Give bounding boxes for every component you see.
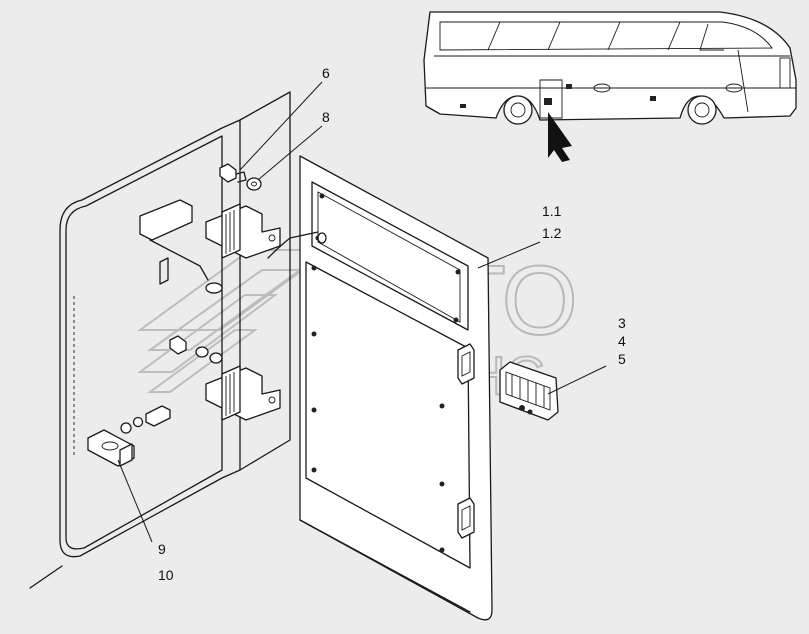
- bus-marker-b: [650, 96, 656, 101]
- lock-assembly: [499, 361, 559, 421]
- bus-front-window: [699, 23, 724, 51]
- door-stay-rod: [267, 231, 319, 259]
- pin-screw: [145, 405, 171, 427]
- leader-6: [239, 81, 323, 171]
- door-top-plate: [311, 181, 469, 331]
- bus-illustration: [423, 11, 797, 162]
- lock-housing-face: [505, 371, 551, 411]
- lock-key-icon: [519, 405, 525, 411]
- bus-flap-marker: [544, 98, 552, 105]
- frame-inner: [65, 135, 223, 550]
- door-stay-end: [317, 232, 327, 244]
- location-arrow-icon: [548, 112, 572, 162]
- lock-housing: [499, 361, 559, 421]
- bus-service-flap: [539, 79, 563, 119]
- lower-hinge-knuckle: [221, 365, 241, 421]
- frame-floor-line: [29, 565, 63, 589]
- lock-housing-grille: [511, 374, 545, 408]
- upper-hinge-knuckle: [221, 203, 241, 259]
- callout-4: 4: [618, 333, 626, 349]
- lower-hinge-ribs: [225, 372, 235, 416]
- lower-hinge-hole: [268, 396, 276, 404]
- stop-bolt: [159, 257, 169, 285]
- callout-3: 3: [618, 315, 626, 331]
- bus-marker-a: [566, 84, 572, 89]
- leader-8: [257, 125, 323, 181]
- frame-outer: [59, 119, 241, 558]
- bus-lamp-b: [725, 83, 743, 93]
- bus-windows: [439, 21, 773, 51]
- bus-lamp-a: [593, 83, 611, 93]
- bus-front-hub: [694, 102, 710, 118]
- bus-rear-wheel: [503, 95, 533, 125]
- door-top-plate-inner: [317, 191, 461, 323]
- bus-rear-hub: [510, 102, 526, 118]
- lower-washer-a: [195, 346, 209, 358]
- pin-washer-b: [132, 416, 144, 428]
- hinge-stop-bracket: [139, 199, 193, 241]
- upper-hinge-bracket: [205, 205, 281, 259]
- door-frame: [29, 91, 291, 589]
- lock-cylinder: [527, 409, 533, 415]
- pin-washer-a: [120, 422, 132, 434]
- frame-top-edge: [239, 91, 291, 121]
- callout-5: 5: [618, 351, 626, 367]
- bus-front-wheel: [687, 95, 717, 125]
- callout-8: 8: [322, 109, 330, 125]
- leader-3-5: [547, 365, 607, 395]
- door-bottom-edge: [299, 519, 471, 613]
- upper-hinge-hole: [268, 234, 276, 242]
- door-latch-upper: [457, 343, 475, 385]
- latch-pin-10: [119, 443, 133, 467]
- hinge-stop-arm: [149, 239, 209, 281]
- hinge-bolt-6: [219, 163, 237, 183]
- lower-hinge: [169, 335, 281, 421]
- lower-washer-b: [209, 352, 223, 364]
- upper-hinge: [139, 163, 281, 294]
- callout-6: 6: [322, 65, 330, 81]
- bus-front-panel: [779, 57, 791, 89]
- leader-9: [117, 459, 153, 543]
- callout-1-1: 1.1: [542, 203, 562, 219]
- upper-hinge-ribs: [225, 210, 235, 254]
- callout-labels: 6 8 1.1 1.2 3 4 5 9 10: [158, 65, 626, 583]
- washer-8-hole: [251, 181, 257, 187]
- door-latch-lower: [457, 497, 475, 539]
- lower-hinge-bracket: [205, 367, 281, 421]
- latch-plate-slot: [101, 441, 119, 451]
- hinge-bolt-6-shank: [235, 171, 247, 183]
- hinge-stop-bushing: [205, 282, 223, 294]
- bus-door: [737, 49, 749, 113]
- callout-10: 10: [158, 567, 174, 583]
- door-panel: [267, 155, 493, 621]
- lower-bolt: [169, 335, 187, 355]
- door-latch-lower-slot: [461, 505, 471, 531]
- callout-1-2: 1.2: [542, 225, 562, 241]
- bus-marker-c: [460, 104, 466, 108]
- callout-9: 9: [158, 541, 166, 557]
- leader-lines: [117, 81, 607, 543]
- washer-8: [246, 177, 262, 191]
- bus-window-pillars: [487, 21, 681, 51]
- latch-pin-assembly: [87, 405, 171, 467]
- frame-side-edge: [239, 91, 291, 471]
- door-main-plate: [305, 261, 471, 569]
- leader-1-2: [477, 241, 541, 269]
- door-latch-upper-slot: [461, 351, 471, 377]
